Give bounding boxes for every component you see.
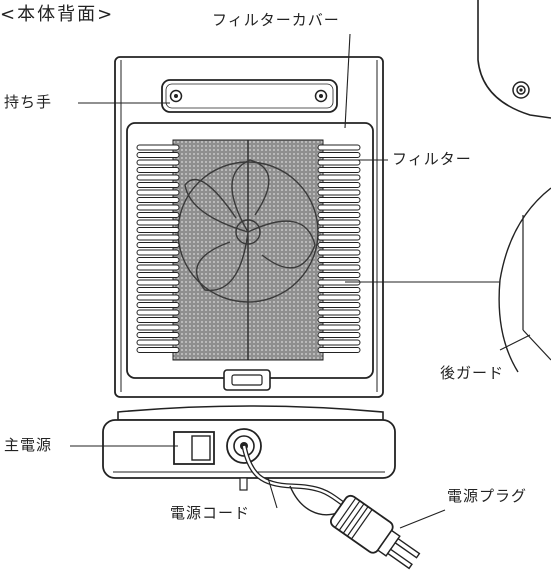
grille-slat	[136, 287, 180, 293]
grille-slat	[317, 182, 361, 188]
grille-slat	[136, 302, 180, 308]
grille-slat	[136, 189, 180, 196]
grille-slat	[136, 324, 180, 331]
grille-slat	[136, 234, 180, 241]
grille-slat	[136, 167, 180, 173]
grille-slat	[317, 234, 361, 241]
leader-power-cord	[267, 477, 278, 509]
leader-filter-cover	[344, 33, 351, 129]
leader-power-plug	[399, 509, 446, 529]
grille-slat	[136, 212, 180, 218]
grille-slat	[136, 152, 180, 158]
handle-screw-right-core	[319, 94, 323, 98]
grille-slat	[317, 249, 361, 256]
grille-slat	[136, 249, 180, 256]
handle-inner	[165, 83, 334, 109]
grille-slat	[317, 212, 361, 218]
label-power-cord: 電源コード	[170, 504, 251, 522]
grille-slat	[317, 159, 361, 166]
grille-slat	[317, 309, 361, 316]
grille-slats-right	[317, 144, 361, 353]
grille-slat	[317, 152, 361, 158]
grille-slat	[136, 339, 180, 346]
grille-slat	[136, 347, 180, 353]
filter-cover-latch	[223, 369, 271, 391]
power-cord-fill	[242, 445, 346, 506]
grille-slat	[317, 204, 361, 211]
grille-slat	[317, 227, 361, 233]
grille-slat	[136, 257, 180, 263]
grille-slat	[317, 242, 361, 248]
grille-slat	[317, 317, 361, 323]
grille-slat	[317, 272, 361, 278]
grille-slat	[136, 309, 180, 316]
grille-slat	[317, 144, 361, 151]
grille-slat	[136, 174, 180, 181]
side-view-screw-inner	[516, 85, 526, 95]
grille-slats-left	[136, 144, 180, 353]
handle-screw-left	[169, 89, 183, 103]
grille-slat	[136, 272, 180, 278]
rear-guard-magnified-edge	[522, 329, 551, 361]
side-view-screw-outer	[512, 81, 530, 99]
diagram-title: <本体背面>	[0, 4, 115, 25]
grille-slat	[317, 347, 361, 353]
grille-slat	[136, 279, 180, 286]
label-rear-guard: 後ガード	[440, 364, 505, 382]
handle-screw-right	[314, 89, 328, 103]
grille-slat	[317, 257, 361, 263]
label-filter-cover: フィルターカバー	[212, 11, 340, 29]
base-foot	[239, 477, 248, 491]
grille-slat	[136, 332, 180, 338]
label-power-plug: 電源プラグ	[447, 487, 528, 505]
power-plug	[330, 494, 421, 570]
label-main-power: 主電源	[4, 436, 53, 454]
leader-rear-guard-callout	[499, 334, 531, 351]
label-filter: フィルター	[392, 150, 472, 168]
grille-slat	[317, 167, 361, 173]
label-handle: 持ち手	[4, 93, 53, 111]
handle-screw-left-core	[174, 94, 178, 98]
grille-slat	[317, 189, 361, 196]
grille-slat	[136, 144, 180, 151]
grille-slat	[317, 339, 361, 346]
main-power-switch-rocker	[191, 435, 211, 461]
grille-slat	[136, 204, 180, 211]
grille-slat	[317, 324, 361, 331]
base-top	[117, 405, 384, 421]
grille-slat	[317, 287, 361, 293]
grille-slat	[136, 317, 180, 323]
grille-slat	[136, 182, 180, 188]
side-view-top-outline	[477, 0, 551, 119]
grille-slat	[317, 294, 361, 301]
grille-slat	[317, 174, 361, 181]
grille-slat	[136, 197, 180, 203]
grille-slat	[317, 264, 361, 271]
grille-slat	[136, 264, 180, 271]
grille-slat	[136, 219, 180, 226]
grille-slat	[136, 159, 180, 166]
grille-slat	[317, 332, 361, 338]
side-view-screw-core	[519, 88, 523, 92]
grille-slat	[136, 242, 180, 248]
grille-slat	[136, 294, 180, 301]
grille-slat	[136, 227, 180, 233]
grille-slat	[317, 219, 361, 226]
filter-cover-latch-inner	[231, 374, 263, 386]
rear-guard-magnified-outline	[498, 187, 551, 373]
grille-slat	[317, 302, 361, 308]
grille-slat	[317, 197, 361, 203]
handle-shape	[161, 79, 338, 113]
